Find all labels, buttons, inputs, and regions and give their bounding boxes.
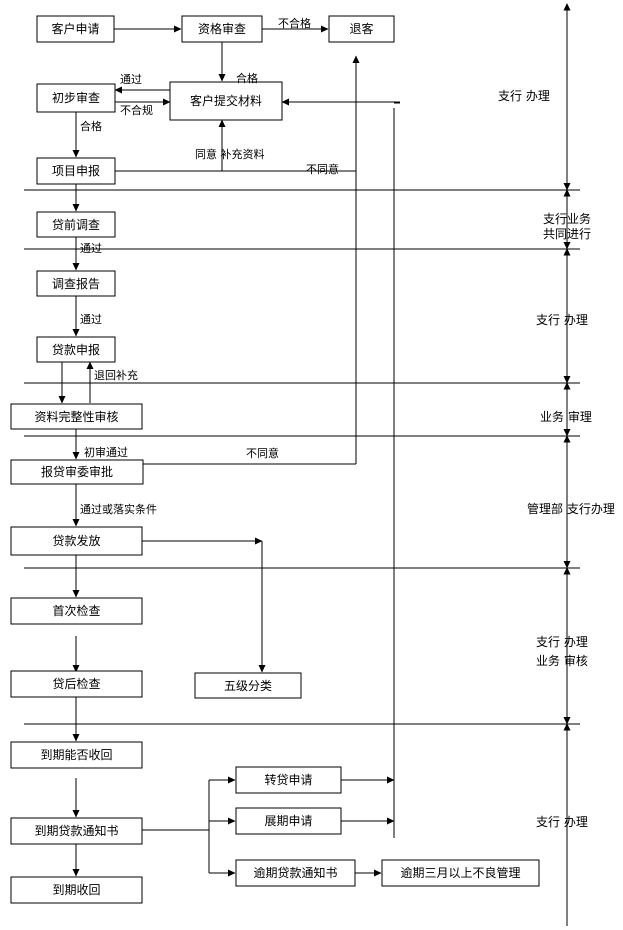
node-label: 初步审查 — [52, 90, 100, 105]
stage-label: 支行 办理 — [536, 312, 588, 327]
node-label: 贷后检查 — [52, 676, 100, 691]
stage-label: 支行 办理 — [536, 814, 588, 829]
node-first-check[interactable]: 首次检查 — [10, 597, 143, 625]
node-overdue-notice[interactable]: 逾期贷款通知书 — [235, 859, 356, 887]
node-label: 项目申报 — [52, 163, 100, 178]
node-label: 转贷申请 — [264, 772, 312, 787]
node-report[interactable]: 调查报告 — [36, 270, 116, 297]
edge-label: 同意 补充资料 — [195, 147, 265, 161]
node-submit[interactable]: 客户提交材料 — [169, 81, 283, 121]
node-label: 逾期贷款通知书 — [253, 865, 337, 880]
node-label: 贷款申报 — [52, 342, 100, 357]
stage-labels: 支行 办理 支行业务 共同进行 支行 办理 业务 审理 管理部 支行办理 支行 … — [498, 88, 615, 829]
stage-label: 管理部 支行办理 — [527, 501, 615, 516]
node-label: 报贷审委审批 — [41, 464, 113, 479]
node-label: 贷款发放 — [52, 533, 100, 548]
node-decline[interactable]: 退客 — [328, 15, 395, 43]
stage-label: 支行 办理 — [536, 634, 588, 649]
node-label: 五级分类 — [224, 679, 272, 693]
edge-label: 不合格 — [278, 16, 311, 30]
node-label: 首次检查 — [52, 603, 100, 618]
node-due-notice[interactable]: 到期贷款通知书 — [10, 817, 143, 845]
node-committee[interactable]: 报贷审委审批 — [10, 459, 144, 485]
edge-label: 通过 — [120, 73, 142, 86]
node-apply[interactable]: 客户申请 — [36, 15, 115, 43]
node-extension[interactable]: 展期申请 — [235, 807, 342, 835]
edge-label: 合格 — [236, 71, 258, 85]
edge-label: 退回补充 — [94, 368, 138, 382]
node-label: 到期贷款通知书 — [34, 824, 118, 838]
edge-label: 通过 — [80, 313, 102, 326]
node-post-check[interactable]: 贷后检查 — [10, 670, 143, 698]
node-label: 退客 — [349, 21, 373, 36]
edge-label: 通过或落实条件 — [80, 502, 157, 516]
node-label: 展期申请 — [264, 814, 312, 828]
edge-label: 不同意 — [246, 446, 279, 460]
edge-label: 合格 — [80, 119, 102, 133]
node-five-class[interactable]: 五级分类 — [194, 672, 302, 699]
process-nodes: 客户申请 资格审查 退客 初步审查 客户提交材料 项目申报 贷前调查 调查报告 — [10, 15, 540, 904]
node-qualify[interactable]: 资格审查 — [181, 15, 263, 43]
stage-label: 业务 审核 — [536, 653, 588, 668]
node-loan-report[interactable]: 贷款申报 — [36, 336, 116, 363]
connector-labels: 不合格 合格 通过 不合规 合格 同意 补充资料 不同意 通过 通过 退回补充 … — [80, 16, 339, 516]
node-disburse[interactable]: 贷款发放 — [10, 526, 143, 556]
node-prelim[interactable]: 初步审查 — [36, 83, 116, 113]
node-label: 客户申请 — [51, 21, 99, 36]
node-label: 资料完整性审核 — [34, 409, 118, 424]
stage-label: 支行 办理 — [498, 88, 550, 103]
node-completeness[interactable]: 资料完整性审核 — [10, 403, 143, 430]
stage-separators — [24, 189, 580, 725]
node-due-recover[interactable]: 到期收回 — [10, 876, 143, 904]
edge-label: 通过 — [80, 242, 102, 255]
stage-label: 支行业务 — [543, 211, 591, 226]
node-project[interactable]: 项目申报 — [36, 157, 116, 185]
node-label: 贷前调查 — [52, 217, 100, 232]
node-due-recover-question[interactable]: 到期能否收回 — [10, 741, 143, 769]
node-transfer[interactable]: 转贷申请 — [235, 766, 342, 794]
node-label: 到期收回 — [52, 883, 100, 897]
node-bad-loan[interactable]: 逾期三月以上不良管理 — [381, 859, 540, 887]
stage-label: 业务 审理 — [540, 409, 592, 424]
edge-label: 不同意 — [306, 162, 339, 176]
node-label: 调查报告 — [52, 276, 100, 291]
node-label: 逾期三月以上不良管理 — [400, 865, 520, 880]
connectors — [58, 25, 400, 877]
node-label: 到期能否收回 — [40, 748, 112, 762]
node-label: 资格审查 — [198, 21, 246, 36]
edge-label: 初审通过 — [84, 445, 128, 459]
node-survey[interactable]: 贷前调查 — [36, 211, 116, 238]
node-label: 客户提交材料 — [190, 93, 262, 108]
edge-label: 不合规 — [120, 103, 153, 117]
stage-label: 共同进行 — [543, 227, 591, 241]
